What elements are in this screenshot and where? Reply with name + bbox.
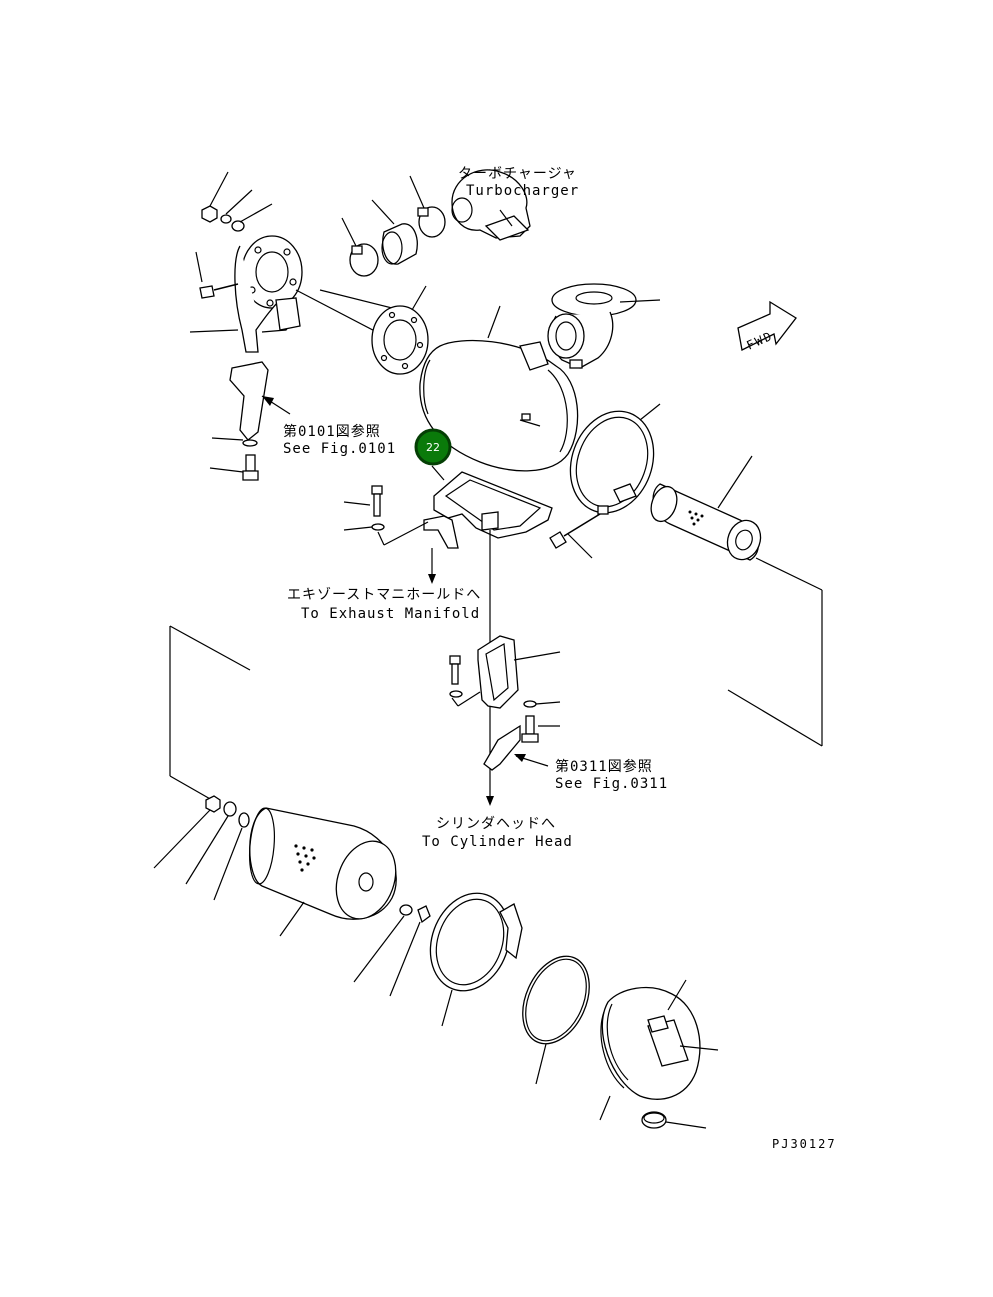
see-fig-0311-label-en: See Fig.0311 bbox=[555, 776, 668, 792]
turbocharger-label-en: Turbocharger bbox=[466, 183, 579, 199]
drawing-number: PJ30127 bbox=[772, 1137, 837, 1151]
hose-and-clamps bbox=[341, 175, 446, 375]
safety-element bbox=[650, 455, 762, 561]
fwd-arrow: FWD bbox=[737, 300, 797, 353]
cylinder-head-label-jp: シリンダヘッドへ bbox=[436, 816, 556, 832]
see-fig-0311-label-jp: 第0311図参照 bbox=[555, 758, 653, 775]
inlet-elbow bbox=[547, 283, 661, 369]
air-cleaner-cover bbox=[599, 979, 719, 1129]
o-ring bbox=[522, 955, 590, 1085]
callout-number: 22 bbox=[426, 441, 440, 454]
exhaust-manifold-label-en: To Exhaust Manifold bbox=[301, 606, 480, 622]
exhaust-manifold-label-jp: エキゾーストマニホールドへ bbox=[287, 587, 481, 603]
primary-element bbox=[153, 795, 397, 937]
air-cleaner-body bbox=[419, 305, 579, 472]
elbow-assembly bbox=[189, 171, 303, 481]
turbocharger bbox=[451, 169, 531, 241]
see-fig-0101-label-jp: 第0101図参照 bbox=[283, 423, 381, 440]
band-clamp-upper bbox=[549, 403, 661, 559]
see-fig-0101-label-en: See Fig.0101 bbox=[283, 441, 396, 457]
turbocharger-label-jp: ターボチャージャ bbox=[458, 166, 577, 182]
cylinder-head-label-en: To Cylinder Head bbox=[422, 834, 573, 850]
band-clamp-lower bbox=[353, 892, 523, 1027]
support-bracket bbox=[449, 635, 561, 771]
callout-badge-22[interactable]: 22 bbox=[414, 428, 452, 466]
